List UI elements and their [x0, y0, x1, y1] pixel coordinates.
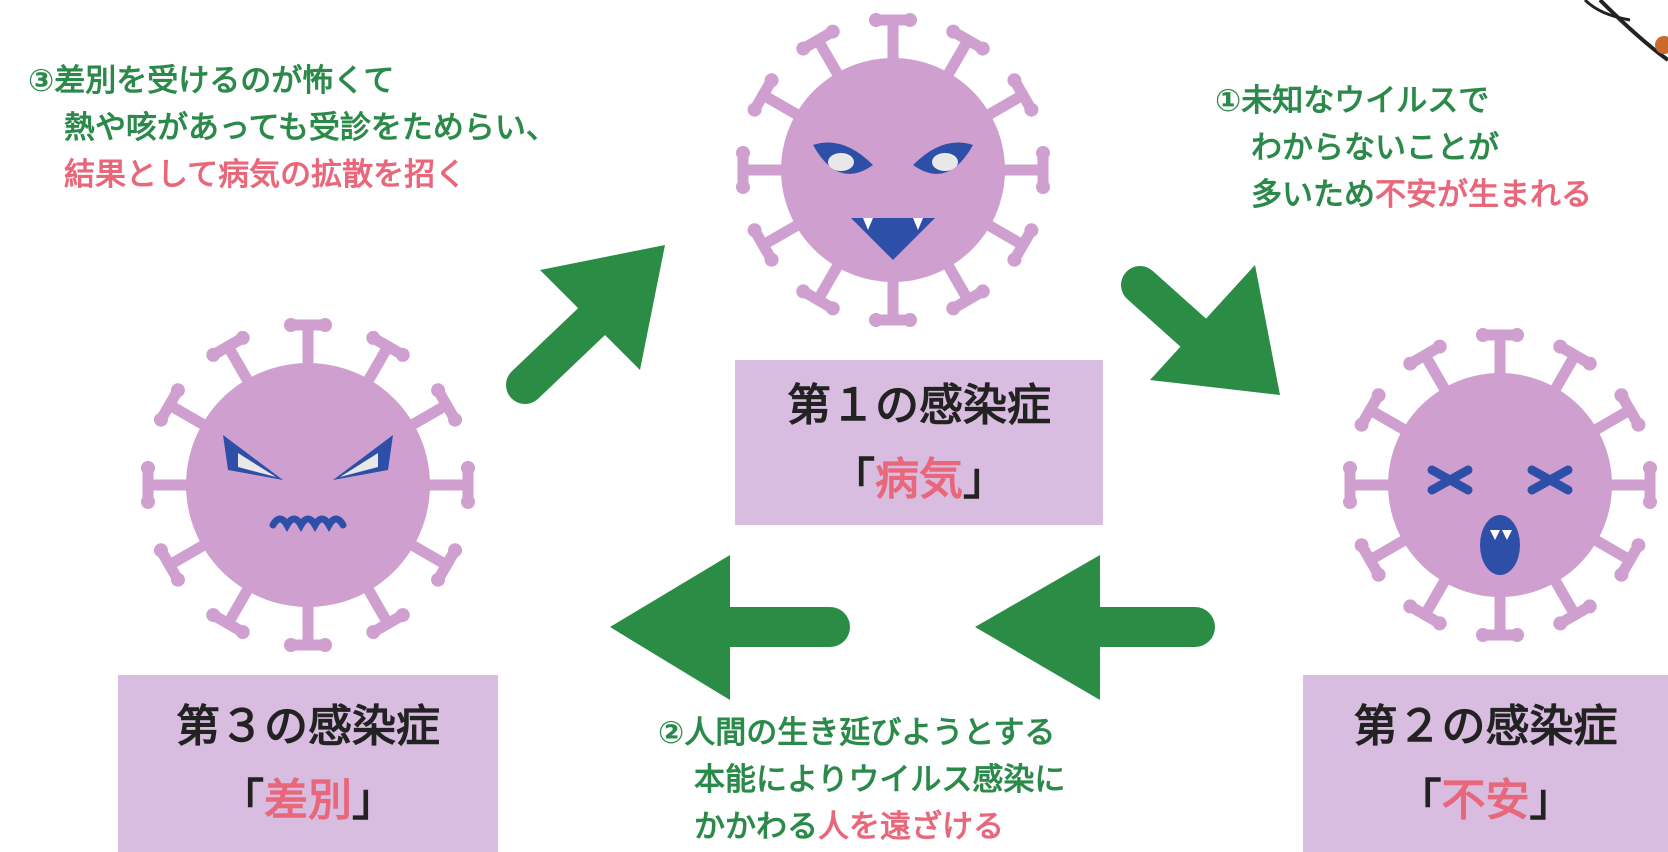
box-title: 第２の感染症: [1353, 700, 1618, 752]
box-title: 第３の感染症: [176, 700, 440, 752]
arrow-up-right: [506, 245, 665, 404]
third-infection-box: 第３の感染症 「差別」: [118, 675, 498, 852]
box-keyword: 不安: [1441, 774, 1530, 826]
note-line: わからないことが: [1251, 130, 1499, 166]
first-infection-box: 第１の感染症 「病気」: [735, 360, 1103, 525]
note-line: ③差別を受けるのが怖くて: [28, 63, 395, 99]
box-keyword: 病気: [875, 453, 963, 505]
box-keyword: 差別: [264, 774, 352, 826]
note-highlight: 人を遠ざける: [818, 809, 1004, 845]
arrow-down-right: [1121, 265, 1280, 395]
arrow-left-right-segment: [975, 555, 1215, 700]
bracket-close: 」: [1529, 774, 1574, 826]
bracket-open: 「: [1397, 774, 1442, 826]
note-highlight: 不安が生まれる: [1375, 177, 1592, 213]
note-line: ①未知なウイルスで: [1215, 83, 1490, 119]
note-line: 本能によりウイルス感染に: [694, 762, 1066, 798]
note-text: かかわる: [694, 809, 818, 845]
box-subtitle: 「病気」: [831, 443, 1007, 517]
virus-dizzy-icon: [1343, 328, 1657, 642]
box-subtitle: 「差別」: [220, 764, 396, 838]
note-cause-3: ③差別を受けるのが怖くて 熱や咳があっても受診をためらい、 結果として病気の拡散…: [28, 58, 557, 199]
note-cause-2: ②人間の生き延びようとする 本能によりウイルス感染に かかわる人を遠ざける: [658, 710, 1065, 851]
note-line: かかわる人を遠ざける: [658, 804, 1065, 851]
arrow-left-left-segment: [610, 555, 850, 700]
second-infection-box: 第２の感染症 「不安」: [1303, 675, 1668, 852]
corner-illustration: [1583, 0, 1668, 62]
box-subtitle: 「不安」: [1398, 764, 1574, 838]
bracket-open: 「: [831, 453, 875, 505]
virus-angry-icon: [736, 13, 1050, 327]
virus-wavy-mouth-icon: [141, 318, 475, 652]
bracket-close: 」: [963, 453, 1007, 505]
note-cause-1: ①未知なウイルスで わからないことが 多いため不安が生まれる: [1215, 78, 1592, 219]
note-line: 熱や咳があっても受診をためらい、: [64, 110, 557, 146]
note-line-highlight: 結果として病気の拡散を招く: [64, 157, 467, 193]
note-line: 多いため不安が生まれる: [1215, 172, 1592, 219]
note-text: 多いため: [1251, 177, 1375, 213]
box-title: 第１の感染症: [787, 379, 1051, 431]
bracket-close: 」: [352, 774, 396, 826]
note-line: ②人間の生き延びようとする: [658, 715, 1056, 751]
bracket-open: 「: [220, 774, 264, 826]
